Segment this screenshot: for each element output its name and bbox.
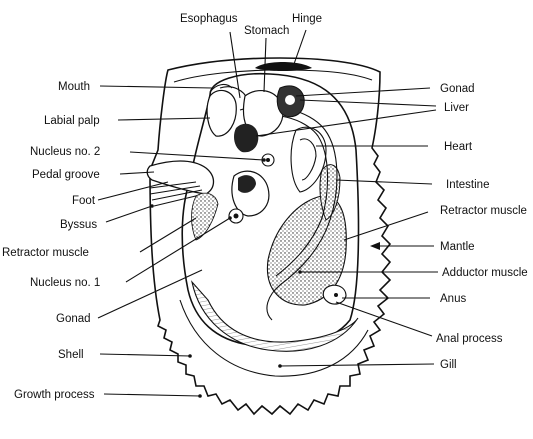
hinge-shape	[255, 62, 312, 71]
label-anus: Anus	[440, 293, 466, 305]
label-intestine: Intestine	[446, 179, 489, 191]
label-gill: Gill	[440, 359, 457, 371]
label-liver: Liver	[444, 102, 469, 114]
label-esophagus: Esophagus	[180, 13, 238, 25]
nucleus1-core	[234, 214, 239, 219]
label-gonad-left: Gonad	[56, 313, 91, 325]
label-foot: Foot	[72, 195, 96, 207]
label-byssus: Byssus	[60, 219, 97, 231]
label-growth-process: Growth process	[14, 389, 95, 401]
label-heart: Heart	[444, 141, 473, 153]
label-retractor-left: Retractor muscle	[2, 247, 89, 259]
anal-dot	[334, 293, 338, 297]
label-stomach: Stomach	[244, 25, 289, 37]
labial-palp-shape	[207, 90, 236, 136]
label-anal-process: Anal process	[436, 333, 503, 345]
label-shell: Shell	[58, 349, 84, 361]
mantle-arrow	[370, 242, 380, 250]
label-hinge: Hinge	[292, 13, 322, 25]
label-mantle: Mantle	[440, 241, 475, 253]
label-nucleus1: Nucleus no. 1	[30, 277, 100, 289]
nucleus2-core	[266, 158, 270, 162]
label-labial-palp: Labial palp	[44, 115, 100, 127]
label-mouth: Mouth	[58, 81, 90, 93]
liver-left	[234, 124, 258, 153]
label-adductor: Adductor muscle	[442, 267, 528, 279]
label-retractor-right: Retractor muscle	[440, 205, 527, 217]
shell-inner-line	[174, 70, 372, 82]
liver-right-inner	[285, 95, 295, 105]
label-nucleus2: Nucleus no. 2	[30, 146, 100, 158]
heart-inner	[300, 139, 316, 180]
label-pedal-groove: Pedal groove	[32, 169, 100, 181]
label-gonad-right: Gonad	[440, 83, 475, 95]
